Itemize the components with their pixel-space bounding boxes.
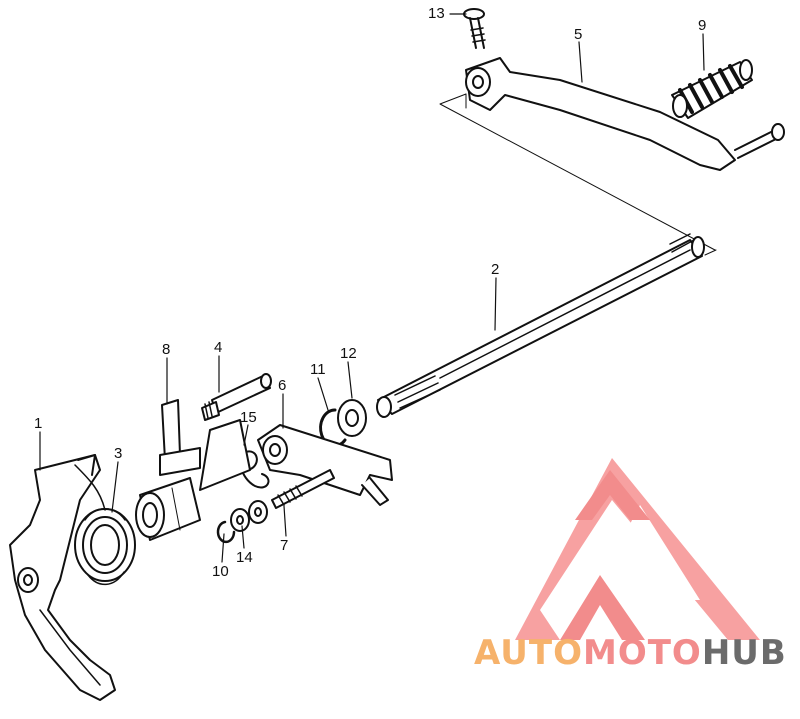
watermark-auto: AUTO <box>474 633 583 673</box>
part-6-shift-plate <box>257 424 393 506</box>
callout-13: 13 <box>428 5 445 22</box>
callout-15: 15 <box>240 409 257 426</box>
callout-5: 5 <box>574 26 583 43</box>
part-5-shift-lever <box>465 57 785 171</box>
watermark-logo-icon <box>515 458 760 640</box>
callout-11: 11 <box>310 361 326 378</box>
part-1-shift-arm <box>9 454 116 701</box>
callout-4: 4 <box>214 339 223 356</box>
part-14-washer <box>230 500 268 532</box>
callout-8: 8 <box>162 341 171 358</box>
part-8-arm-assembly <box>135 399 251 541</box>
callout-6: 6 <box>278 377 287 394</box>
callout-1: 1 <box>34 415 43 432</box>
part-3-return-spring <box>74 508 136 586</box>
part-7-stud <box>271 469 335 509</box>
part-13-bolt <box>463 8 486 49</box>
assembly-guide-line <box>439 93 717 256</box>
callout-7: 7 <box>280 537 289 554</box>
watermark-hub: HUB <box>701 633 787 673</box>
part-9-rubber-grip <box>671 59 753 119</box>
watermark-moto: MOTO <box>582 633 702 673</box>
callout-9: 9 <box>698 17 707 34</box>
callout-14: 14 <box>236 549 253 566</box>
part-10-circlip <box>216 520 236 544</box>
callout-12: 12 <box>340 345 357 362</box>
callout-10: 10 <box>212 563 229 580</box>
part-12-washer <box>337 399 367 437</box>
part-4-pin <box>201 373 272 421</box>
callout-3: 3 <box>114 445 123 462</box>
callout-2: 2 <box>491 261 500 278</box>
watermark-text: AUTOMOTOHUB <box>474 636 787 670</box>
part-2-gearshift-spindle <box>376 233 705 418</box>
callout-leader-lines <box>39 13 705 563</box>
